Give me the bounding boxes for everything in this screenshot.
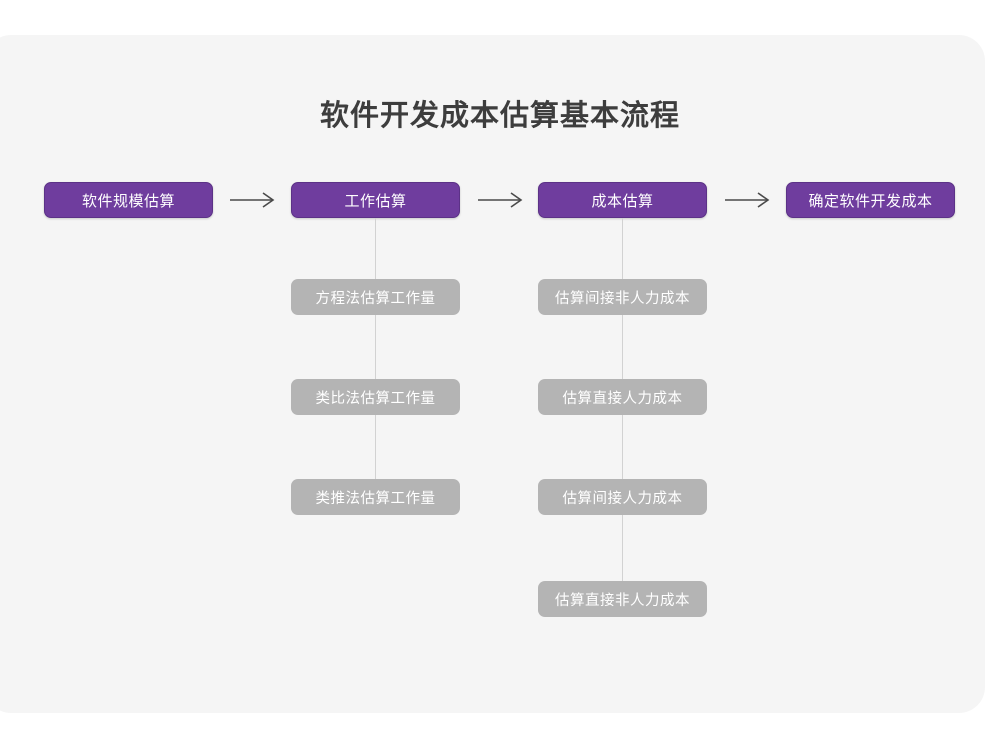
flow-node-step-3[interactable]: 成本估算 — [538, 182, 707, 218]
branch-node-1-2[interactable]: 类比法估算工作量 — [291, 379, 460, 415]
flow-node-label: 确定软件开发成本 — [808, 192, 933, 210]
branch-node-label: 估算直接人力成本 — [562, 390, 683, 407]
branch-node-2-1[interactable]: 估算间接非人力成本 — [538, 279, 707, 315]
flow-node-label: 工作估算 — [344, 192, 407, 210]
flow-node-step-1[interactable]: 软件规模估算 — [44, 182, 213, 218]
flow-node-label: 软件规模估算 — [81, 192, 175, 210]
branch-node-label: 方程法估算工作量 — [315, 290, 436, 307]
arrow-right-icon-2 — [476, 188, 526, 212]
arrow-right-icon-3 — [723, 188, 773, 212]
branch-node-label: 类推法估算工作量 — [315, 490, 436, 507]
branch-node-2-4[interactable]: 估算直接非人力成本 — [538, 581, 707, 617]
flow-node-step-4[interactable]: 确定软件开发成本 — [786, 182, 955, 218]
connector-line-branch-2 — [622, 218, 623, 614]
connector-line-branch-1 — [375, 218, 376, 514]
branch-node-label: 估算直接非人力成本 — [555, 592, 690, 609]
diagram-card — [0, 35, 985, 713]
branch-node-2-3[interactable]: 估算间接人力成本 — [538, 479, 707, 515]
branch-node-label: 估算间接人力成本 — [562, 490, 683, 507]
flow-node-step-2[interactable]: 工作估算 — [291, 182, 460, 218]
branch-node-2-2[interactable]: 估算直接人力成本 — [538, 379, 707, 415]
arrow-right-icon-1 — [228, 188, 278, 212]
branch-node-label: 估算间接非人力成本 — [555, 290, 690, 307]
branch-node-1-3[interactable]: 类推法估算工作量 — [291, 479, 460, 515]
flow-node-label: 成本估算 — [591, 192, 654, 210]
page-title: 软件开发成本估算基本流程 — [319, 100, 680, 132]
branch-node-1-1[interactable]: 方程法估算工作量 — [291, 279, 460, 315]
branch-node-label: 类比法估算工作量 — [315, 390, 436, 407]
